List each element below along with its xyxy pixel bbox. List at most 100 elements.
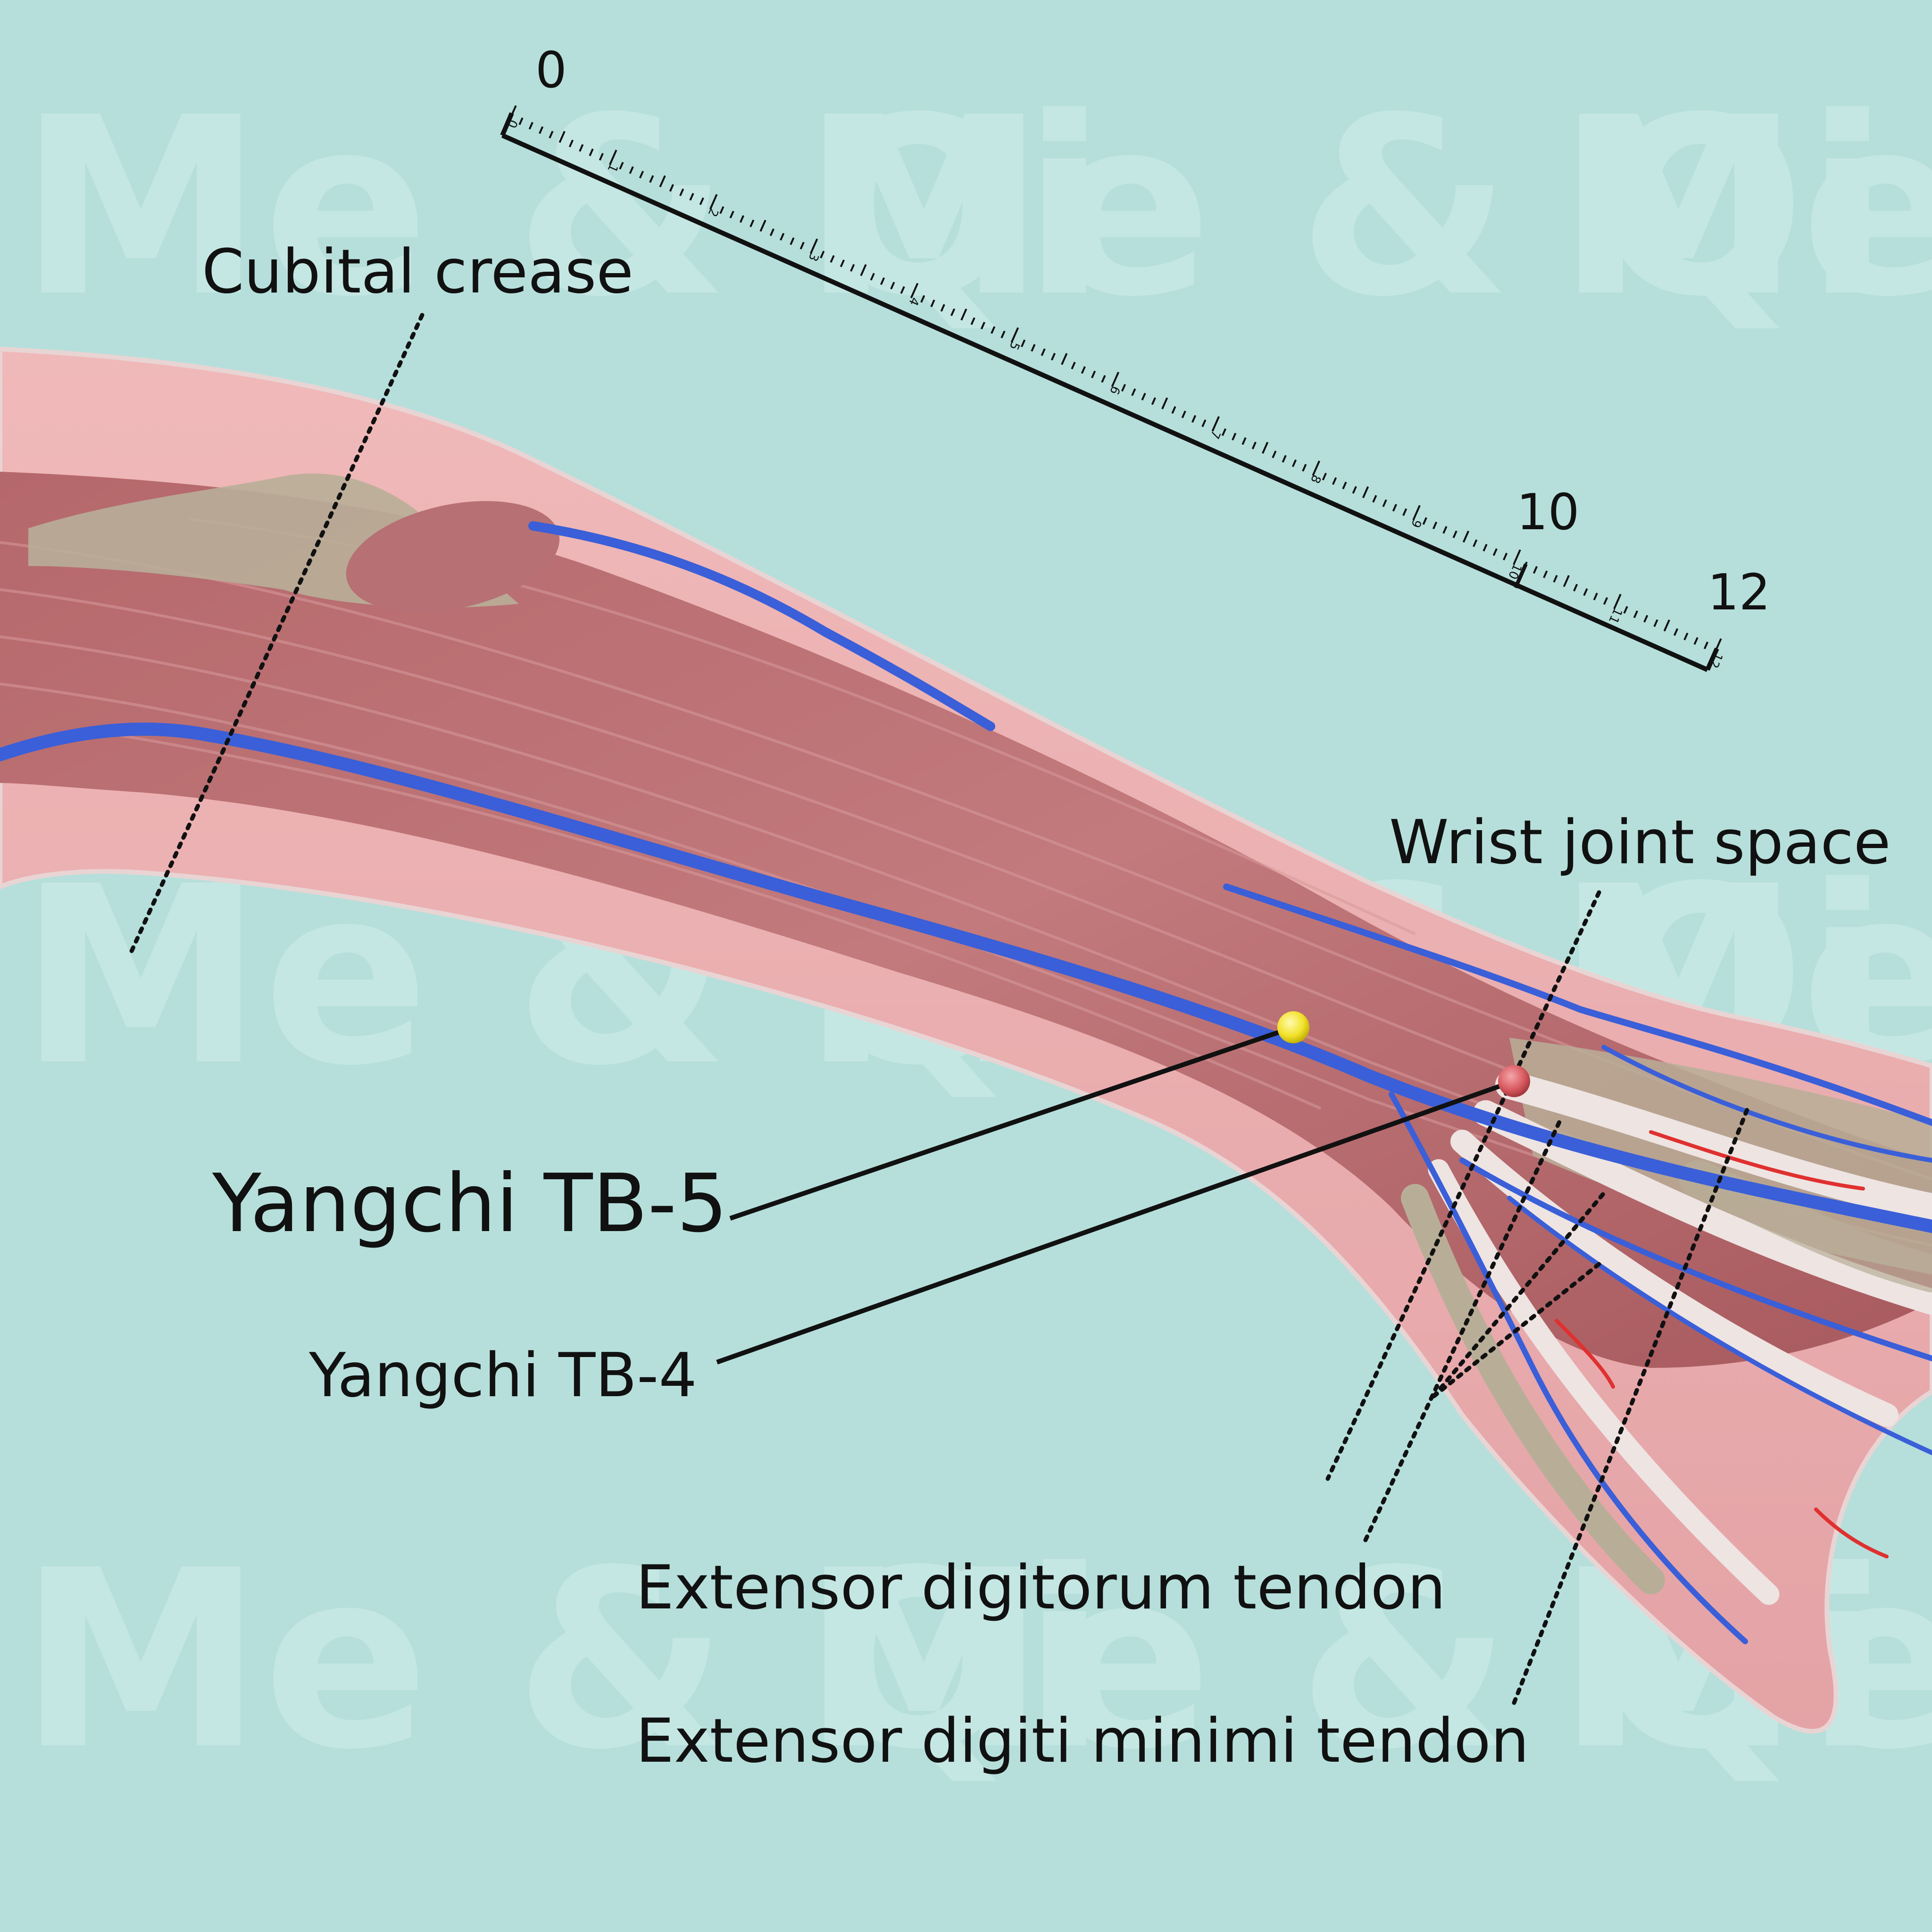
ruler-tick <box>649 175 654 183</box>
ruler-tick <box>1462 530 1470 543</box>
ruler-tick <box>1161 397 1168 409</box>
ruler-tick <box>1633 610 1638 618</box>
ruler-tick <box>1402 508 1407 516</box>
leader-lines <box>716 1025 1515 1365</box>
ruler-tick <box>890 282 895 290</box>
ruler-tick <box>950 308 956 316</box>
ruler-tick <box>1091 370 1096 378</box>
ruler-tick <box>1352 486 1357 494</box>
ruler-tick <box>689 193 694 201</box>
ruler-tick <box>1422 517 1427 525</box>
ruler-tick <box>790 237 795 245</box>
cubital-crease-guide <box>127 313 425 958</box>
yangchi-tb4-point[interactable] <box>1498 1065 1530 1097</box>
ruler-tick <box>1272 450 1277 458</box>
ruler-tick <box>528 122 533 130</box>
ruler-tick <box>840 259 845 267</box>
extensor-digiti-minimi-guide <box>1512 1106 1750 1705</box>
ruler-tick <box>910 283 919 299</box>
tb4-leader <box>716 1079 1515 1365</box>
ruler-tick <box>1653 619 1658 627</box>
ruler-tick <box>679 188 684 196</box>
ruler-tick <box>619 162 624 170</box>
ruler-tick <box>980 322 986 330</box>
ruler-tick <box>870 273 875 281</box>
ruler-tick <box>549 131 554 139</box>
yangchi-tb5-point[interactable] <box>1277 1011 1309 1043</box>
ruler-tick <box>1151 397 1156 405</box>
ruler-tick <box>1372 495 1377 503</box>
wrist-joint-guide <box>1325 890 1601 1481</box>
ruler-tick <box>1050 353 1056 361</box>
watermark-text: Me & Qi <box>19 65 1107 350</box>
ruler-tick <box>900 286 905 294</box>
ruler-tick <box>1432 521 1438 530</box>
ruler-tick <box>599 153 604 161</box>
ruler-start-label: 0 <box>535 42 567 99</box>
ruler-tick <box>1312 460 1320 476</box>
ruler-tick <box>830 255 835 263</box>
ruler-tick <box>1593 592 1598 600</box>
ruler-tick <box>699 197 704 205</box>
ruler-tick <box>970 317 975 325</box>
ruler-tick <box>1382 499 1387 508</box>
ruler-tick <box>558 131 566 143</box>
cubital-crease-label: Cubital crease <box>202 237 633 307</box>
ruler-tick <box>1492 548 1498 556</box>
ruler-tick <box>1211 416 1220 432</box>
ruler-tick <box>1041 348 1046 356</box>
ruler-tick <box>1010 327 1019 343</box>
extensor-digitorum-label: Extensor digitorum tendon <box>636 1553 1446 1623</box>
ruler-tick <box>1523 561 1528 569</box>
ruler-tick <box>960 308 967 321</box>
ruler-tick <box>809 238 818 254</box>
tb5-leader <box>729 1025 1294 1221</box>
ruler-tick <box>1442 526 1448 534</box>
ruler-tick <box>1503 552 1508 561</box>
extensor-digitorum-branch-1 <box>1432 1191 1606 1399</box>
ruler-tick <box>629 166 634 174</box>
wrist-joint-space-label: Wrist joint space <box>1389 808 1891 878</box>
ruler-tick <box>991 326 996 334</box>
ruler-tick <box>1583 588 1588 596</box>
extensor-digitorum-branch-2 <box>1432 1262 1601 1399</box>
ruler-tick <box>1101 375 1106 383</box>
ruler-tick <box>659 175 666 188</box>
ruler-tick <box>1221 428 1227 436</box>
ruler-tick <box>669 184 674 192</box>
ruler-tick <box>1473 539 1478 547</box>
ruler-tick <box>508 105 517 121</box>
yangchi-tb4-label: Yangchi TB-4 <box>308 1341 697 1411</box>
ruler-tick <box>1262 441 1269 454</box>
ruler-tick <box>769 228 774 236</box>
ruler-tick <box>1543 570 1548 578</box>
ruler-tick <box>1532 566 1538 574</box>
ruler-tick <box>1181 410 1186 418</box>
yangchi-tb5-label: Yangchi TB-5 <box>212 1157 728 1250</box>
ruler-line <box>501 133 1709 672</box>
ruler-tick <box>1061 353 1068 365</box>
ruler-tick <box>1553 575 1558 583</box>
ruler-tick <box>880 277 885 285</box>
arteries <box>1555 1130 1889 1558</box>
ruler-tick <box>568 140 574 148</box>
ruler-tick <box>1282 455 1287 463</box>
ruler-tick <box>1141 392 1146 401</box>
ruler-tick <box>1643 615 1649 623</box>
ruler-tick <box>1412 505 1421 521</box>
ruler-tick <box>609 150 617 165</box>
ruler-tick <box>920 295 925 303</box>
ruler-tick <box>1362 486 1369 499</box>
ruler-end-label: 12 <box>1707 564 1771 621</box>
ruler-tick <box>1703 641 1709 650</box>
ruler-tick <box>1081 366 1086 374</box>
ruler-tick <box>719 206 724 214</box>
ruler-tick <box>1021 339 1026 348</box>
ruler-tick <box>1332 477 1337 485</box>
watermark-text: Me & Qi <box>802 65 1890 350</box>
ruler-tick <box>518 117 524 125</box>
ruler-tick <box>1623 606 1628 614</box>
ruler-tick <box>1513 549 1521 565</box>
ruler-tick <box>1031 344 1036 352</box>
